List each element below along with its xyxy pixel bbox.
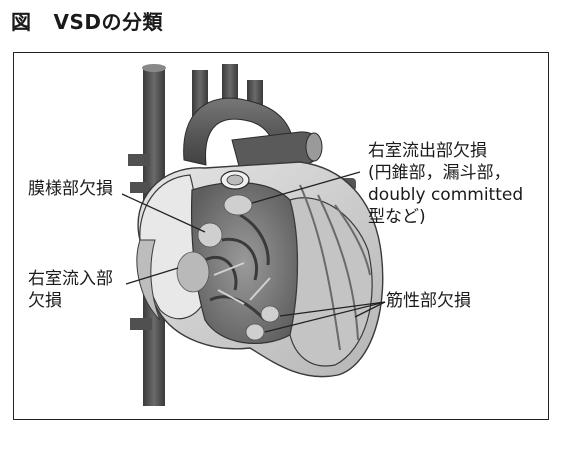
leader-membranous — [121, 193, 206, 233]
aorta — [183, 64, 297, 176]
leader-lines — [121, 171, 386, 333]
label-inflow-line2: 欠損 — [28, 291, 62, 311]
label-outflow-line4: 型など) — [368, 207, 426, 227]
membranous-defect — [197, 222, 223, 248]
figure-title: 図 VSDの分類 — [11, 6, 163, 35]
outflow-defect — [223, 194, 253, 216]
muscular-defect-1 — [260, 305, 280, 323]
label-outflow-defect: 右室流出部欠損 (円錐部，漏斗部， doubly committed 型など) — [368, 140, 523, 228]
label-outflow-line3: doubly committed — [368, 185, 524, 205]
label-membranous-defect: 膜様部欠損 — [28, 179, 113, 199]
figure-frame — [13, 52, 549, 420]
label-inflow-defect: 右室流入部 欠損 — [28, 268, 113, 312]
label-outflow-line2: (円錐部，漏斗部， — [368, 163, 511, 183]
label-muscular-defect: 筋性部欠損 — [386, 291, 471, 311]
leader-muscular-1 — [279, 301, 386, 317]
leader-outflow — [251, 171, 361, 204]
figure-title-text: VSDの分類 — [53, 10, 163, 34]
muscular-defect-2 — [245, 323, 265, 341]
figure-number: 図 — [11, 10, 32, 34]
leader-muscular-3 — [354, 301, 386, 318]
inflow-defect — [176, 251, 210, 293]
label-outflow-line1: 右室流出部欠損 — [368, 141, 487, 161]
defect-sites — [176, 194, 280, 341]
label-inflow-line1: 右室流入部 — [28, 269, 113, 289]
leader-muscular-2 — [264, 301, 386, 333]
heart-body — [136, 161, 384, 378]
leader-inflow — [125, 267, 179, 285]
